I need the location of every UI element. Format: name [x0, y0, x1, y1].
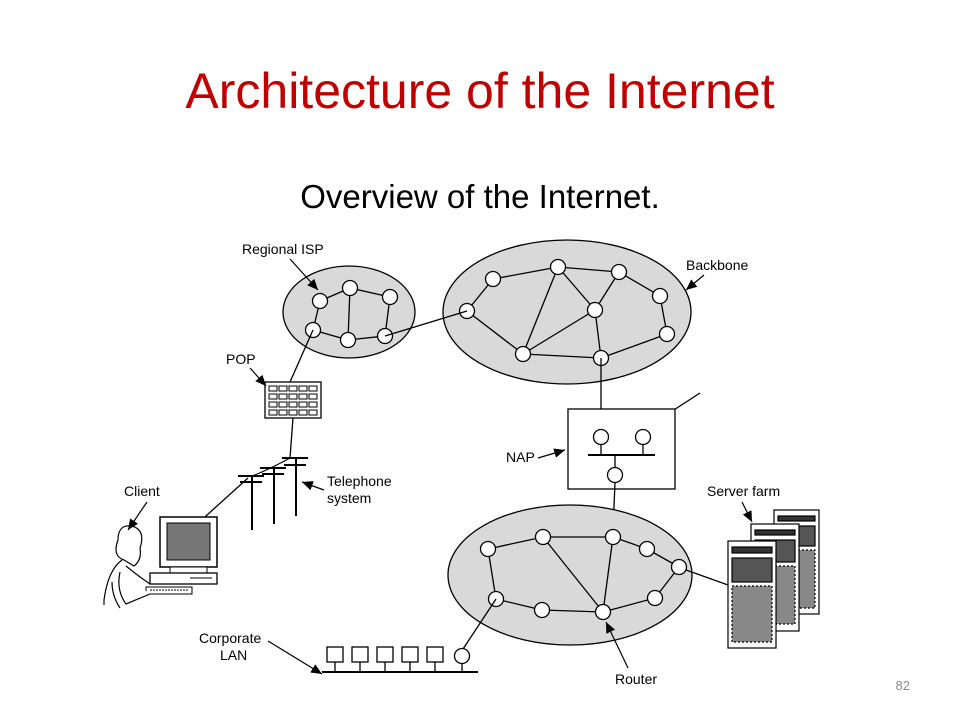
corporate-lan-label-line2: LAN	[220, 647, 247, 663]
router-node	[592, 428, 610, 446]
lan-host	[401, 646, 419, 663]
lower-isp-network	[447, 504, 693, 646]
router-node	[586, 301, 604, 319]
nap-exchange	[567, 358, 701, 531]
corporate-lan	[322, 598, 497, 673]
router-node	[514, 345, 532, 363]
regional-isp-network	[282, 265, 416, 359]
page-number: 82	[895, 678, 910, 693]
router-node	[634, 428, 652, 446]
slide-title: Architecture of the Internet	[185, 63, 775, 119]
router-node	[339, 331, 357, 349]
router-node	[453, 647, 471, 665]
router-node	[533, 601, 551, 619]
router-node	[651, 287, 669, 305]
router-node	[638, 540, 656, 558]
regional-isp-label: Regional ISP	[242, 241, 324, 257]
router-node	[606, 466, 624, 484]
lan-host	[351, 646, 369, 663]
telephone-system-label-line1: Telephone	[327, 473, 392, 489]
server-farm-icon	[727, 509, 820, 649]
router-node	[610, 263, 628, 281]
router-node	[549, 258, 567, 276]
lan-host	[376, 646, 394, 663]
pop-label: POP	[226, 351, 256, 367]
router-node	[341, 279, 359, 297]
router-node	[670, 558, 688, 576]
nap-label: NAP	[506, 449, 535, 465]
router-node	[479, 540, 497, 558]
client-person-icon	[103, 525, 151, 609]
router-node	[484, 270, 502, 288]
router-node	[534, 528, 552, 546]
lan-host	[426, 646, 444, 663]
server-farm-label: Server farm	[707, 483, 780, 499]
router-node	[311, 292, 329, 310]
router-label: Router	[615, 671, 657, 687]
pop-device	[264, 329, 322, 459]
corporate-lan-label-line1: Corporate	[199, 630, 261, 646]
backbone-label: Backbone	[686, 257, 748, 273]
backbone-network	[442, 239, 692, 385]
router-node	[594, 603, 612, 621]
router-node	[381, 288, 399, 306]
client-computer-icon	[145, 516, 218, 595]
slide-subtitle: Overview of the Internet.	[300, 178, 660, 215]
isp-backbone-link	[384, 310, 468, 337]
router-node	[658, 325, 676, 343]
router-node	[604, 528, 622, 546]
router-node	[646, 589, 664, 607]
lan-host	[326, 646, 344, 663]
telephone-poles-icon	[238, 457, 308, 530]
telephone-system-label-line2: system	[327, 490, 371, 506]
client-label: Client	[124, 483, 160, 499]
